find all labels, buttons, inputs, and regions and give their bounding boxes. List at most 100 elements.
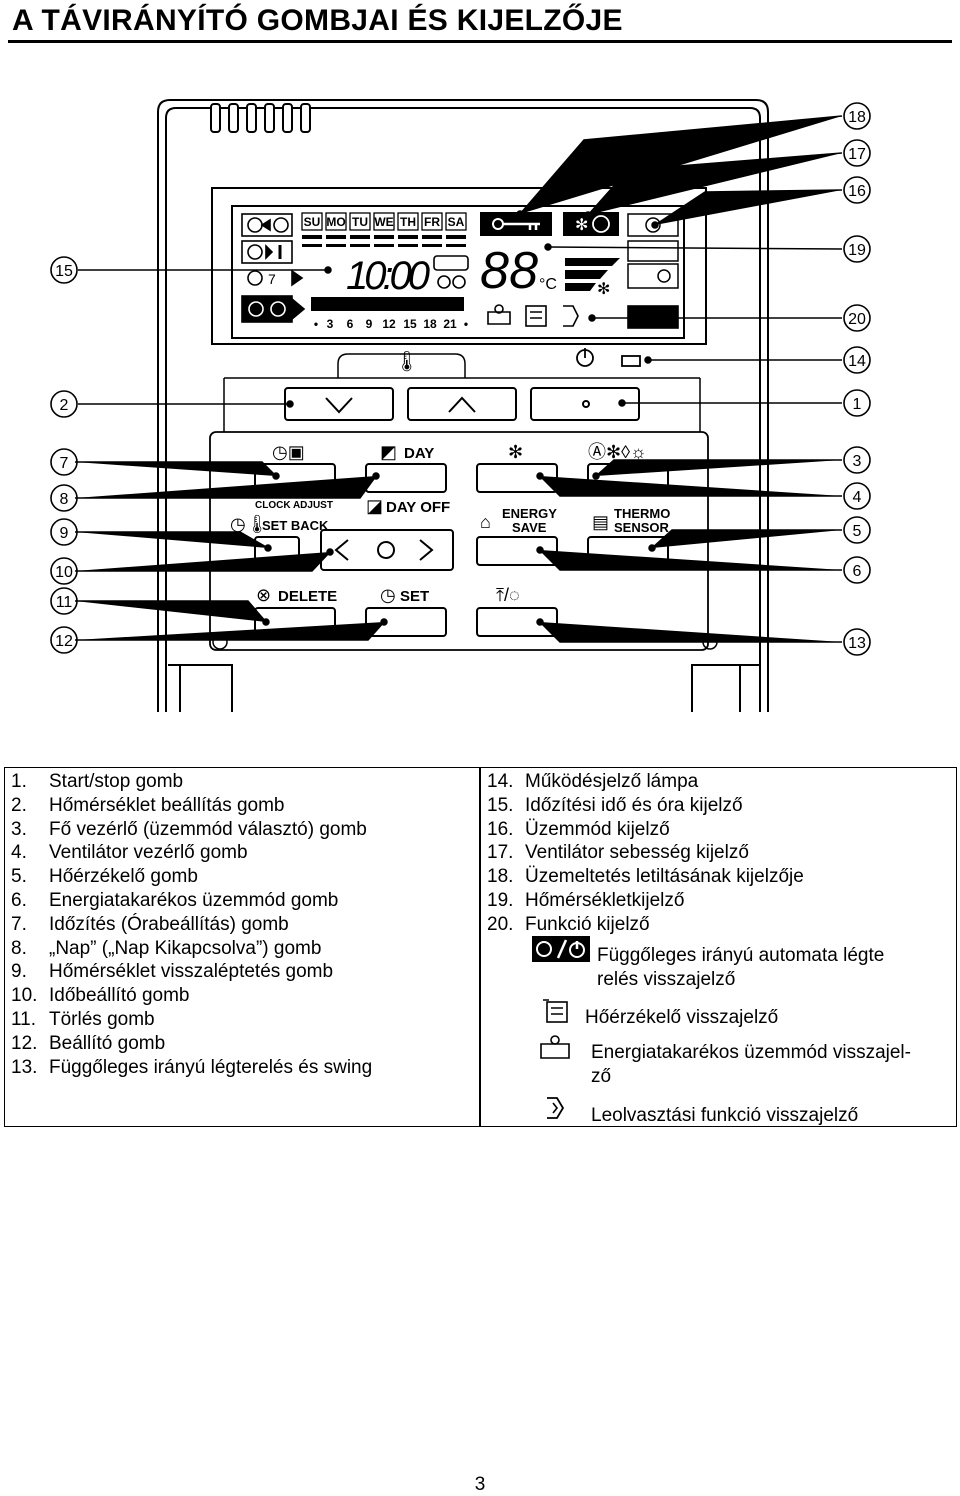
svg-text:▤: ▤	[592, 512, 609, 532]
button-labels: DAY DAY OFF CLOCK ADJUST SET BACK ENERGY…	[255, 445, 670, 605]
legend-item: 8.„Nap” („Nap Kikapcsolva”) gomb	[11, 937, 322, 959]
svg-text:◷🌡: ◷🌡	[230, 514, 269, 534]
sensor-icon	[543, 999, 568, 1023]
svg-text:•: •	[314, 317, 318, 331]
callout-19: 19	[848, 242, 866, 259]
svg-text:SAVE: SAVE	[512, 520, 547, 535]
remote-housing	[157, 99, 769, 712]
legend-table: 1.Start/stop gomb 2.Hőmérséklet beállítá…	[4, 767, 957, 1127]
button-keys	[254, 463, 669, 637]
legend-item: 16.Üzemmód kijelző	[487, 818, 670, 840]
page-title: A TÁVIRÁNYÍTÓ GOMBJAI ÉS KIJELZŐJE	[12, 4, 623, 37]
callout-7: 7	[60, 455, 69, 472]
sensor-indicator-text: Hőérzékelő visszajelző	[585, 1007, 779, 1028]
legend-divider	[479, 768, 481, 1126]
legend-item: 19.Hőmérsékletkijelző	[487, 889, 685, 911]
louver-indicator-text: Függőleges irányú automata légte relés v…	[597, 945, 885, 990]
svg-text:⤒/◌: ⤒/◌	[496, 585, 520, 605]
legend-item: 20.Funkció kijelző	[487, 913, 650, 935]
lcd-temperature: 88	[480, 242, 538, 300]
lcd-timeline-ticks: • 3 6 9 12 15 18 21 •	[314, 317, 468, 331]
svg-text:12: 12	[382, 317, 396, 331]
legend-left-column: 1.Start/stop gomb 2.Hőmérséklet beállítá…	[11, 770, 471, 1079]
temperature-buttons	[284, 387, 640, 421]
callout-13: 13	[848, 635, 866, 652]
callout-numbers: 18 17 16 19 20 14 1 3 4 5 6 13 15 2 7 8 …	[55, 109, 866, 652]
leader-lines	[75, 115, 843, 643]
svg-text:3: 3	[327, 317, 334, 331]
callout-9: 9	[60, 525, 69, 542]
legend-item: 18.Üzemeltetés letiltásának kijelzője	[487, 866, 804, 888]
housing-slots	[210, 103, 311, 133]
svg-text:15: 15	[403, 317, 417, 331]
callout-12: 12	[55, 633, 73, 650]
callout-20: 20	[848, 311, 866, 328]
day-mo: MO	[326, 215, 345, 229]
svg-text:DAY OFF: DAY OFF	[386, 499, 450, 516]
legend-right-column: 14.Működésjelző lámpa 15.Időzítési idő é…	[487, 770, 952, 937]
svg-text:✻: ✻	[597, 281, 610, 298]
louver-power-icon	[532, 936, 590, 962]
defrost-icon	[547, 1097, 565, 1119]
lcd-time: 10:00	[346, 254, 430, 298]
svg-text:ENERGY: ENERGY	[502, 506, 557, 521]
callout-11: 11	[56, 594, 73, 611]
svg-text:•: •	[464, 317, 468, 331]
legend-item: 5.Hőérzékelő gomb	[11, 866, 198, 888]
svg-text:SENSOR: SENSOR	[614, 520, 670, 535]
svg-text:✻: ✻	[508, 442, 523, 462]
day-fr: FR	[424, 215, 440, 229]
legend-item: 6.Energiatakarékos üzemmód gomb	[11, 889, 339, 911]
day-tu: TU	[352, 215, 368, 229]
temp-key-outline	[337, 353, 466, 378]
svg-text:◩: ◩	[380, 442, 397, 462]
svg-text:◷: ◷	[380, 585, 396, 605]
svg-text:SET BACK: SET BACK	[262, 518, 329, 533]
callout-8: 8	[60, 491, 69, 508]
lcd-unit: °C	[539, 276, 557, 293]
page-number: 3	[474, 1474, 486, 1495]
svg-text:18: 18	[423, 317, 437, 331]
legend-item: 12.Beállító gomb	[11, 1032, 166, 1054]
callout-18: 18	[848, 109, 866, 126]
day-th: TH	[400, 215, 416, 229]
svg-text:⊗: ⊗	[256, 585, 271, 605]
callout-2: 2	[60, 397, 69, 414]
button-label-icons: ◷▣ ◩ ✻ Ⓐ✻◊☼ ◪ ⌂ ▤ ◷🌡 ⊗ ◷ ⤒/◌	[230, 442, 646, 605]
callout-16: 16	[848, 183, 866, 200]
callout-6: 6	[853, 563, 862, 580]
svg-text:SET: SET	[400, 588, 429, 605]
svg-text:✻: ✻	[575, 217, 588, 234]
callout-17: 17	[848, 146, 866, 163]
svg-text:9: 9	[366, 317, 373, 331]
remote-controller-diagram: 7 SU MO TU WE TH FR SA 10:00	[50, 99, 871, 712]
lcd-screen	[231, 205, 685, 339]
callout-1: 1	[853, 396, 862, 413]
thermometer-icon: 🌡	[394, 351, 419, 373]
legend-item: 9.Hőmérséklet visszaléptetés gomb	[11, 961, 334, 983]
callout-4: 4	[853, 489, 862, 506]
callout-14: 14	[848, 353, 866, 370]
svg-text:6: 6	[347, 317, 354, 331]
lcd-timeline-bars	[311, 297, 464, 311]
legend-item: 14.Működésjelző lámpa	[487, 771, 699, 792]
legend-item: 17.Ventilátor sebesség kijelző	[487, 842, 749, 864]
svg-text:21: 21	[443, 317, 457, 331]
lcd-timer-marks	[433, 255, 469, 289]
operation-lamp	[576, 348, 641, 367]
defrost-indicator-text: Leolvasztási funkció visszajelző	[591, 1105, 859, 1126]
svg-text:7: 7	[268, 271, 276, 287]
svg-text:CLOCK ADJUST: CLOCK ADJUST	[255, 500, 333, 511]
day-we: WE	[374, 215, 393, 229]
callout-5: 5	[853, 523, 862, 540]
legend-item: 4.Ventilátor vezérlő gomb	[11, 842, 248, 864]
day-sa: SA	[448, 215, 465, 229]
callouts	[50, 102, 871, 656]
callout-10: 10	[55, 564, 73, 581]
lcd-days: SU MO TU WE TH FR SA	[301, 212, 467, 231]
legend-item: 11.Törlés gomb	[11, 1008, 155, 1030]
mode-icons	[627, 213, 679, 289]
lcd-timer-icons: 7	[241, 213, 306, 323]
lock-indicator	[480, 212, 552, 236]
legend-item: 1.Start/stop gomb	[11, 771, 184, 792]
